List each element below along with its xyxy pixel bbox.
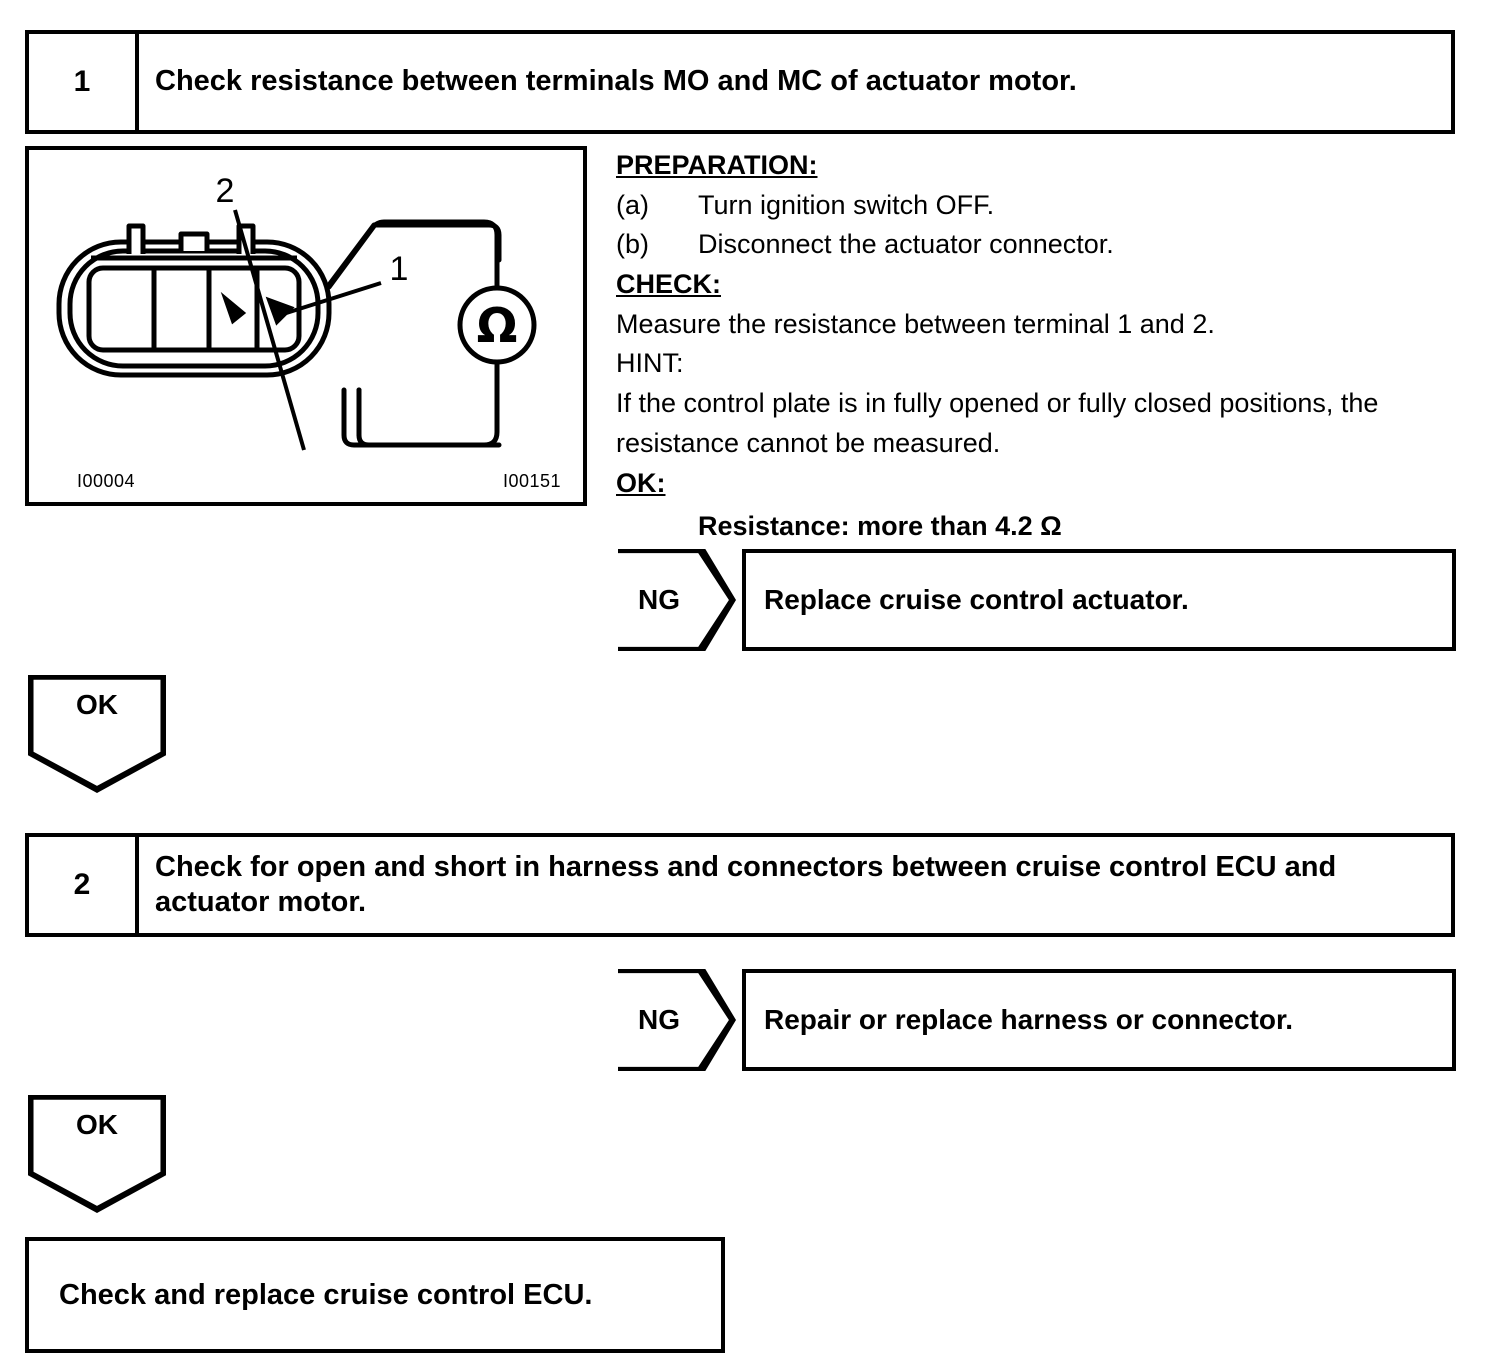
ng-action-box-2: Repair or replace harness or connector.	[742, 969, 1456, 1071]
connector-inner-cavity	[86, 265, 302, 353]
connector-tab-center	[178, 231, 210, 251]
step-1-title: Check resistance between terminals MO an…	[155, 65, 1077, 98]
preparation-marker-a: (a)	[616, 189, 649, 220]
final-action-box: Check and replace cruise control ECU.	[25, 1237, 725, 1353]
ok-chevron-2: OK	[28, 1095, 166, 1213]
ng-branch-step-1: NG Replace cruise control actuator.	[618, 549, 1456, 651]
step-2-number: 2	[29, 837, 139, 933]
ok-label-2: OK	[76, 1109, 118, 1140]
actuator-connector-diagram: Ω 2 1	[56, 172, 537, 451]
step-1-number: 1	[29, 34, 139, 130]
ng-label-1: NG	[638, 584, 680, 615]
ng-tag-2: NG	[618, 969, 736, 1071]
preparation-text-a: Turn ignition switch OFF.	[698, 189, 995, 220]
hint-line-1: If the control plate is in fully opened …	[616, 388, 1379, 419]
preparation-marker-b: (b)	[616, 229, 649, 260]
ok-spec-value: Resistance: more than 4.2 Ω	[698, 511, 1062, 542]
preparation-item-b: (b) Disconnect the actuator connector.	[616, 225, 1476, 265]
figure-panel: Ω 2 1 I0	[25, 146, 587, 506]
hint-line-2: resistance cannot be measured.	[616, 427, 1001, 458]
callout-2-arrowhead	[220, 291, 247, 325]
ok-chevron-1: OK	[28, 675, 166, 793]
connector-tab-left	[126, 223, 146, 254]
step-2-title: Check for open and short in harness and …	[155, 850, 1337, 918]
step-1-box: 1 Check resistance between terminals MO …	[25, 30, 1455, 134]
instruction-column: PREPARATION: (a) Turn ignition switch OF…	[616, 146, 1476, 547]
ng-branch-step-2: NG Repair or replace harness or connecto…	[618, 969, 1456, 1071]
callout-1-arrowhead	[265, 296, 295, 326]
figure-id-right: I00151	[502, 471, 561, 491]
ohmmeter-circle	[457, 285, 537, 365]
callout-label-2: 2	[216, 172, 235, 210]
preparation-text-b: Disconnect the actuator connector.	[698, 229, 1114, 260]
step-2-box: 2 Check for open and short in harness an…	[25, 833, 1455, 937]
ok-heading: OK:	[616, 467, 666, 498]
check-heading: CHECK:	[616, 269, 721, 300]
figure-id-left: I00004	[77, 471, 136, 491]
callout-1-leader	[279, 281, 382, 317]
ohm-symbol: Ω	[477, 298, 518, 354]
preparation-item-a: (a) Turn ignition switch OFF.	[616, 186, 1476, 226]
callout-2-leader	[233, 209, 306, 451]
callout-label-1: 1	[390, 250, 409, 288]
check-text: Measure the resistance between terminal …	[616, 308, 1215, 339]
hint-heading: HINT:	[616, 348, 684, 379]
ng-tag-1: NG	[618, 549, 736, 651]
ng-label-2: NG	[638, 1004, 680, 1035]
preparation-heading: PREPARATION:	[616, 150, 818, 180]
ok-label-1: OK	[76, 689, 118, 720]
ng-action-box-1: Replace cruise control actuator.	[742, 549, 1456, 651]
